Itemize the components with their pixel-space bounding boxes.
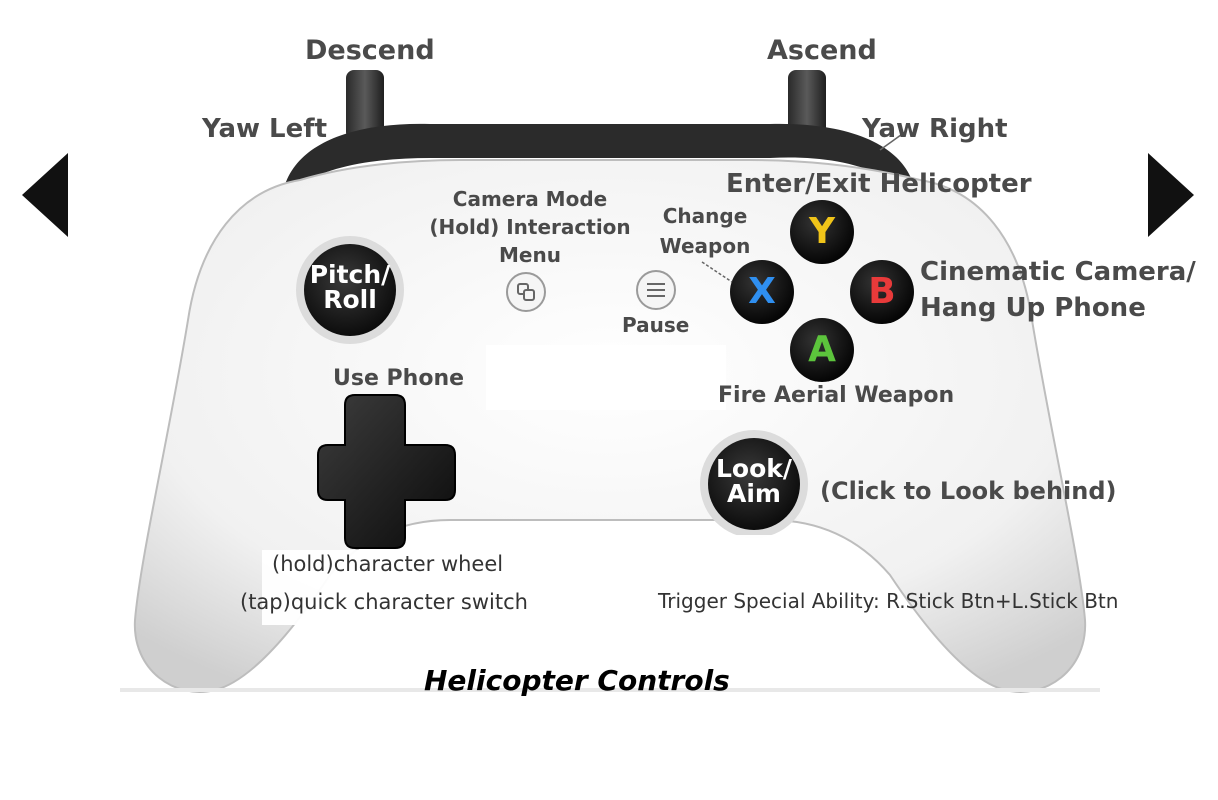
triangle-left-icon[interactable] [22,153,70,237]
right-stick [708,438,800,530]
label-interaction-menu-2: Menu [499,243,561,267]
label-quick-switch: (tap)quick character switch [240,590,528,614]
label-special-ability: Trigger Special Ability: R.Stick Btn+L.S… [658,589,1119,613]
right-stick-label: Look/ Aim [708,456,800,506]
bumper-band [285,123,915,190]
label-camera-mode: Camera Mode [452,187,608,211]
view-button-graphic [506,272,546,312]
y-button: Y [808,211,836,252]
left-stick-label-2: Roll [323,285,377,314]
menu-button-graphic [636,270,676,310]
label-yaw-right: Yaw Right [862,114,1008,144]
label-change-weapon-2: Weapon [659,234,751,258]
label-enter-exit: Enter/Exit Helicopter [726,169,1032,199]
label-char-wheel: (hold)character wheel [272,552,504,576]
label-change-weapon-1: Change [662,204,748,228]
label-cinematic-1: Cinematic Camera/ [920,257,1196,287]
dpad [317,394,456,549]
label-cinematic-2: Hang Up Phone [920,293,1146,323]
label-descend: Descend [305,35,435,66]
x-button-graphic [730,260,794,324]
label-yaw-left: Yaw Left [202,114,327,144]
a-button: A [808,329,836,370]
triangle-right-icon[interactable] [1146,153,1194,237]
label-interaction-menu-1: (Hold) Interaction [429,215,631,239]
label-pause: Pause [622,313,690,337]
right-trigger [788,70,826,140]
right-stick-label-1: Look/ [715,454,793,483]
a-button-graphic [790,318,854,382]
label-ascend: Ascend [767,35,877,66]
left-stick [304,244,396,336]
label-use-phone: Use Phone [333,366,465,391]
label-fire-aerial: Fire Aerial Weapon [718,383,955,408]
right-stick-label-2: Aim [727,479,781,508]
label-click-behind: (Click to Look behind) [820,477,1117,505]
left-stick-label-1: Pitch/ [309,260,391,289]
left-stick-label: Pitch/ Roll [304,262,396,312]
b-button: B [868,271,896,312]
yaw-right-pointer [879,131,906,151]
left-trigger [346,70,384,140]
change-weapon-pointer [701,261,733,283]
diagram-caption: Helicopter Controls [424,664,730,697]
b-button-graphic [850,260,914,324]
y-button-graphic [790,200,854,264]
x-button: X [748,271,776,312]
